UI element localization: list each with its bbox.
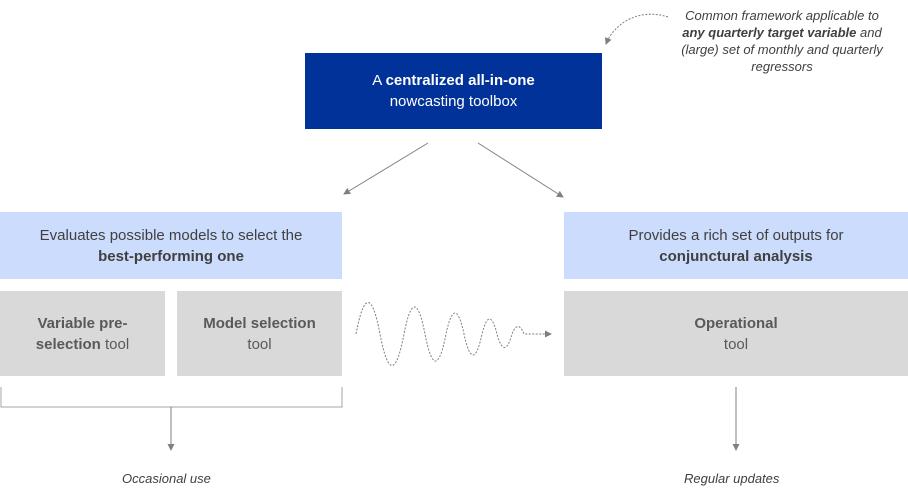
occasional-use-caption: Occasional use	[122, 471, 211, 486]
branch-arrow-left	[343, 142, 429, 195]
outputs-line1: Provides a rich set of outputs for	[628, 226, 844, 244]
outputs-header: Provides a rich set of outputs for conju…	[564, 212, 908, 279]
var-tool-line2-bold: selection	[35, 335, 101, 353]
wavy-arrow	[355, 302, 552, 366]
branch-arrow-right	[477, 142, 564, 198]
model-selection-tool: Model selection tool	[177, 291, 342, 376]
central-toolbox-box: A centralized all-in-one nowcasting tool…	[305, 53, 602, 129]
operational-tool: Operational tool	[564, 291, 908, 376]
var-tool-line2-rest: tool	[100, 335, 130, 353]
framework-note-line2-rest: and	[856, 25, 882, 40]
framework-note-emphasis: any quarterly target variable	[682, 25, 857, 40]
framework-note-arrow	[605, 13, 669, 45]
central-line1: A centralized all-in-one	[372, 70, 535, 91]
op-tool-line1: Operational	[694, 314, 778, 332]
model-tool-line1: Model selection	[203, 314, 316, 332]
framework-note-line1: Common framework applicable to	[685, 8, 879, 23]
regular-updates-caption: Regular updates	[684, 471, 780, 486]
framework-note-line3: (large) set of monthly and quarterly	[681, 42, 883, 57]
variable-preselection-tool: Variable pre- selection tool	[0, 291, 165, 376]
central-line1-bold: centralized all-in-one	[385, 72, 535, 89]
model-evaluation-header: Evaluates possible models to select the …	[0, 212, 342, 279]
eval-line2: best-performing one	[98, 247, 244, 265]
central-line1-plain: A	[372, 72, 386, 89]
model-tool-line2: tool	[247, 335, 272, 353]
eval-line1: Evaluates possible models to select the	[39, 226, 303, 244]
left-bracket	[0, 387, 343, 408]
central-line2: nowcasting toolbox	[389, 93, 518, 110]
outputs-line2: conjunctural analysis	[659, 247, 813, 265]
op-tool-line2: tool	[723, 335, 749, 353]
framework-note-line4: regressors	[751, 59, 813, 74]
var-tool-line1: Variable pre-	[37, 314, 128, 332]
var-tool-line2: selection tool	[36, 334, 129, 355]
framework-note-line2: any quarterly target variable and	[662, 24, 902, 41]
framework-note: Common framework applicable to any quart…	[662, 7, 902, 75]
